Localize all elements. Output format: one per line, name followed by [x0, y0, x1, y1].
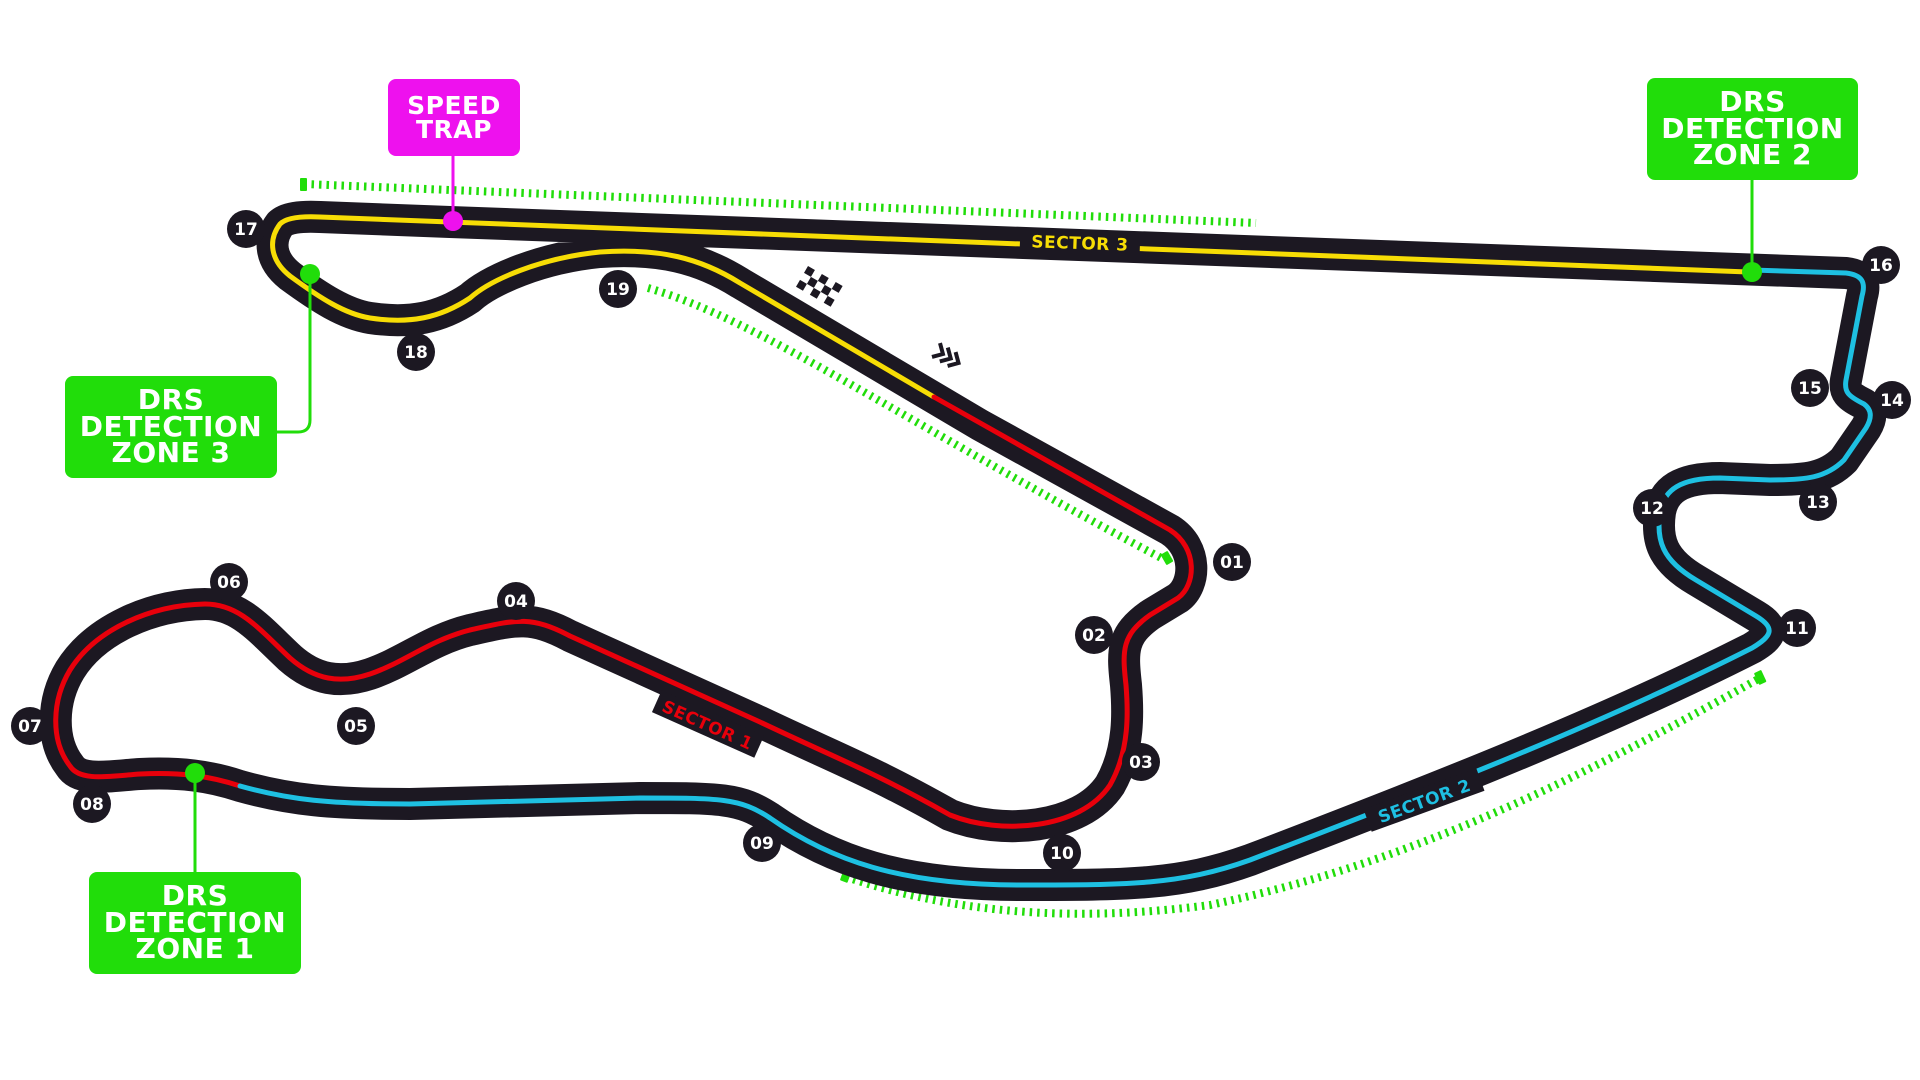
turn-09[interactable]: 09: [743, 824, 781, 862]
turn-12[interactable]: 12: [1633, 489, 1671, 527]
direction-chevrons-icon: [931, 342, 961, 368]
svg-text:08: 08: [80, 795, 104, 815]
sector-3-label: SECTOR 3: [1019, 227, 1141, 257]
svg-text:05: 05: [344, 717, 368, 737]
drs-detection-zone-3-callout[interactable]: DRS DETECTION ZONE 3: [65, 376, 277, 478]
turn-14[interactable]: 14: [1873, 381, 1911, 419]
svg-text:16: 16: [1869, 256, 1893, 276]
svg-text:04: 04: [504, 592, 528, 612]
turn-16[interactable]: 16: [1862, 246, 1900, 284]
drs-detection-zone-2-callout[interactable]: DRS DETECTION ZONE 2: [1647, 78, 1858, 180]
drs-zone-back-straight: [844, 674, 1762, 918]
svg-text:15: 15: [1798, 379, 1822, 399]
drs-zones: [303, 180, 1762, 918]
turn-01[interactable]: 01: [1213, 543, 1251, 581]
drs-zone-main-straight: [303, 180, 1257, 227]
drs1-marker: [185, 763, 205, 783]
turn-11[interactable]: 11: [1778, 609, 1816, 647]
svg-text:09: 09: [750, 834, 774, 854]
turn-07[interactable]: 07: [11, 707, 49, 745]
turn-04[interactable]: 04: [497, 582, 535, 620]
turn-02[interactable]: 02: [1075, 616, 1113, 654]
svg-text:02: 02: [1082, 626, 1106, 646]
turn-10[interactable]: 10: [1043, 834, 1081, 872]
turn-05[interactable]: 05: [337, 707, 375, 745]
svg-text:07: 07: [18, 717, 42, 737]
svg-text:01: 01: [1220, 553, 1244, 573]
drs-zone-pit-straight: [646, 284, 1167, 564]
svg-text:03: 03: [1129, 753, 1153, 773]
svg-text:17: 17: [234, 220, 258, 240]
speed-trap-line1: SPEED: [407, 90, 501, 120]
turn-markers: 01 02 03 04 05 06 07 08 09 10 11 12 13 1…: [11, 210, 1911, 872]
drs3-line3: ZONE 3: [111, 436, 231, 470]
drs2-marker: [1742, 262, 1762, 282]
svg-text:14: 14: [1880, 391, 1904, 411]
svg-text:13: 13: [1806, 493, 1830, 513]
drs3-line1: DRS: [137, 383, 205, 417]
turn-06[interactable]: 06: [210, 563, 248, 601]
drs-detection-zone-1-callout[interactable]: DRS DETECTION ZONE 1: [89, 872, 301, 974]
drs2-line1: DRS: [1719, 85, 1786, 119]
drs2-line3: ZONE 2: [1693, 138, 1812, 172]
svg-text:18: 18: [404, 343, 428, 363]
turn-18[interactable]: 18: [397, 333, 435, 371]
sector-3-line: [270, 214, 1751, 400]
svg-text:10: 10: [1050, 844, 1074, 864]
speed-trap-line2: TRAP: [416, 114, 492, 144]
drs3-line2: DETECTION: [79, 409, 263, 443]
svg-text:11: 11: [1785, 619, 1809, 639]
turn-19[interactable]: 19: [599, 270, 637, 308]
drs1-line2: DETECTION: [103, 905, 287, 939]
turn-03[interactable]: 03: [1122, 743, 1160, 781]
turn-17[interactable]: 17: [227, 210, 265, 248]
drs3-connector: [276, 274, 312, 434]
turn-08[interactable]: 08: [73, 785, 111, 823]
speed-trap-marker: [443, 211, 463, 231]
svg-text:19: 19: [606, 280, 630, 300]
sector-2-line: [237, 267, 1873, 888]
svg-text:12: 12: [1640, 499, 1664, 519]
turn-15[interactable]: 15: [1791, 369, 1829, 407]
drs3-marker: [300, 264, 320, 284]
track-asphalt: [39, 200, 1887, 901]
speed-trap-callout[interactable]: SPEED TRAP: [388, 79, 520, 156]
checkered-flag-icon: [796, 266, 843, 307]
sector-1-line: [53, 394, 1194, 829]
drs1-line3: ZONE 1: [135, 932, 255, 966]
drs1-line1: DRS: [161, 879, 229, 913]
drs2-line2: DETECTION: [1661, 111, 1844, 145]
turn-13[interactable]: 13: [1799, 483, 1837, 521]
svg-text:06: 06: [217, 573, 241, 593]
svg-text:SECTOR 3: SECTOR 3: [1031, 232, 1129, 255]
